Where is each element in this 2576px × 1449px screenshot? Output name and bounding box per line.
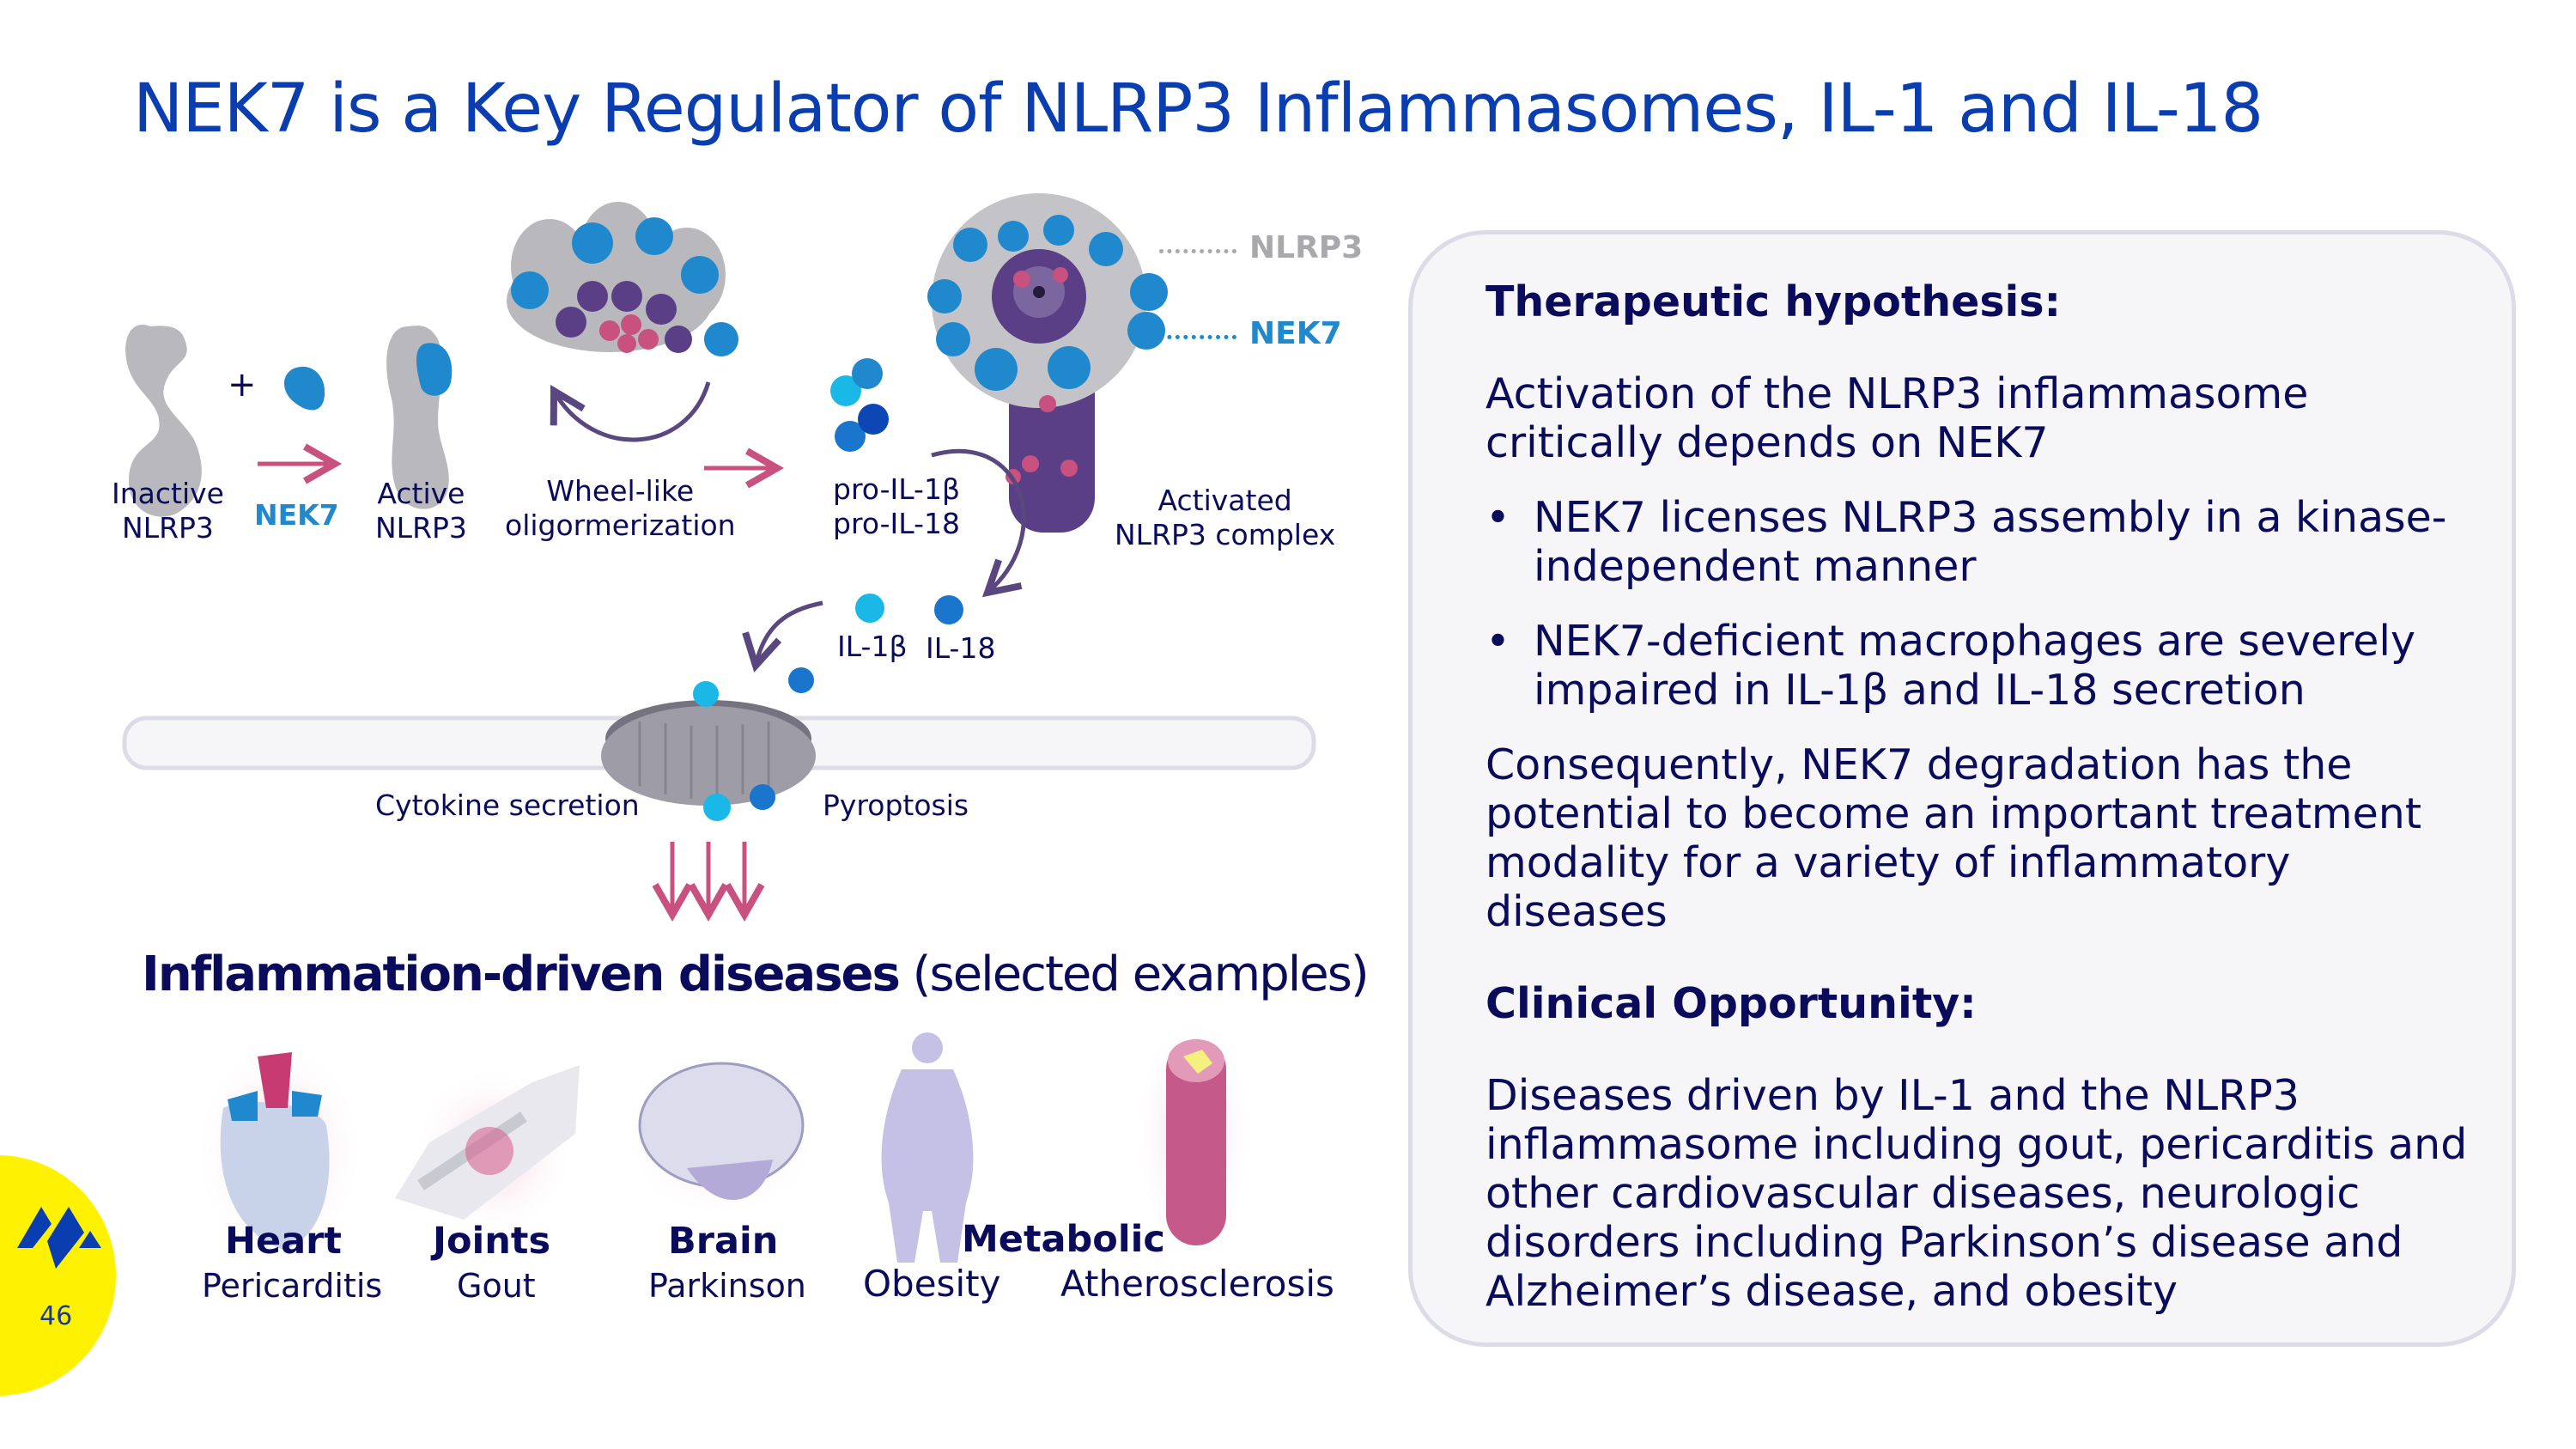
clinical-paragraph: Diseases driven by IL-1 and the NLRP3 in…	[1485, 1071, 2468, 1316]
bullet-text: NEK7-deficient macrophages are severely …	[1534, 617, 2416, 715]
inactive-nlrp3-icon	[125, 325, 202, 517]
label-line: Wheel-like	[546, 474, 695, 508]
label-line: Activated	[1157, 484, 1292, 517]
organ-metabolic: Metabolic	[962, 1218, 1165, 1261]
diseases-heading-subtitle: (selected examples)	[898, 947, 1370, 1002]
slide-title: NEK7 is a Key Regulator of NLRP3 Inflamm…	[133, 70, 2263, 148]
hypothesis-paragraph: Activation of the NLRP3 inflammasome cri…	[1485, 369, 2309, 467]
wheel-oligomer-icon	[507, 202, 738, 356]
gasdermin-pore-icon	[601, 667, 816, 806]
diseases-heading-bold: Inflammation-driven diseases	[142, 947, 901, 1002]
bullet-dot: •	[1485, 617, 1510, 666]
label-wheel-oligomerization: Wheel-like oligormerization	[505, 474, 736, 543]
tag-nek7: NEK7	[1249, 316, 1342, 351]
page-number: 46	[39, 1301, 73, 1331]
page-badge	[0, 1155, 116, 1396]
label-line: NLRP3	[375, 511, 467, 545]
bullet-item: • NEK7 licenses NLRP3 assembly in a kina…	[1485, 493, 2477, 591]
nlrp3-leader-line	[1159, 249, 1236, 253]
activated-nlrp3-complex-icon	[927, 193, 1168, 533]
plus-sign: +	[228, 365, 257, 405]
disease-parkinson: Parkinson	[648, 1267, 806, 1305]
secreted-il1b-icon	[703, 794, 731, 821]
oligomerization-cycle-arrow	[550, 381, 711, 442]
il1b-icon	[855, 594, 884, 623]
label-line: NLRP3 complex	[1115, 518, 1336, 551]
label-line: NLRP3	[122, 511, 214, 545]
company-logo-icon	[17, 1207, 101, 1269]
organ-brain: Brain	[668, 1220, 779, 1263]
pro-cytokine-icons	[830, 358, 889, 452]
organ-joints: Joints	[433, 1220, 551, 1263]
label-nek7: NEK7	[254, 498, 339, 532]
disease-pericarditis: Pericarditis	[202, 1267, 383, 1305]
secretion-arrow	[742, 600, 823, 673]
therapeutic-hypothesis-heading: Therapeutic hypothesis:	[1485, 277, 2062, 326]
diseases-heading: Inflammation-driven diseases (selected e…	[142, 947, 1370, 1002]
il18-icon	[934, 595, 963, 624]
disease-gout: Gout	[457, 1267, 536, 1305]
body-silhouette-icon	[881, 1032, 974, 1263]
pathway-diagram	[122, 193, 1316, 922]
secreted-il18-icon	[750, 784, 775, 810]
heart-icon	[193, 1039, 365, 1263]
label-active-nlrp3: Active NLRP3	[375, 477, 467, 545]
label-line: Inactive	[112, 477, 224, 510]
label-line: oligormerization	[505, 508, 736, 542]
label-line: pro-IL-18	[833, 507, 960, 540]
nek7-protein-icon	[283, 366, 325, 411]
label-pyroptosis: Pyroptosis	[823, 788, 969, 822]
disease-icons	[193, 1022, 1254, 1263]
clinical-opportunity-heading: Clinical Opportunity:	[1485, 979, 1977, 1028]
label-pro-cytokines: pro-IL-1β pro-IL-18	[833, 472, 960, 541]
disease-atherosclerosis: Atherosclerosis	[1060, 1263, 1334, 1305]
label-activated-complex: Activated NLRP3 complex	[1115, 484, 1335, 552]
label-il18: IL-18	[926, 631, 996, 665]
brain-icon	[623, 1048, 820, 1220]
joint-icon	[395, 1065, 580, 1237]
organ-heart: Heart	[225, 1220, 342, 1263]
artery-icon	[1133, 1022, 1254, 1254]
label-inactive-nlrp3: Inactive NLRP3	[112, 477, 224, 545]
label-cytokine-secretion: Cytokine secretion	[375, 788, 640, 822]
info-panel: Therapeutic hypothesis: Activation of th…	[1408, 230, 2516, 1347]
processing-arrow	[931, 448, 1026, 598]
label-line: pro-IL-1β	[833, 472, 961, 506]
label-line: Active	[377, 477, 465, 510]
tag-nlrp3: NLRP3	[1249, 230, 1364, 265]
nek7-leader-line	[1159, 335, 1236, 339]
bullet-dot: •	[1485, 493, 1510, 542]
active-nlrp3-icon	[386, 326, 453, 509]
consequence-paragraph: Consequently, NEK7 degradation has the p…	[1485, 740, 2422, 936]
disease-obesity: Obesity	[863, 1263, 1001, 1305]
bullet-item: • NEK7-deficient macrophages are severel…	[1485, 617, 2477, 715]
bullet-text: NEK7 licenses NLRP3 assembly in a kinase…	[1534, 493, 2447, 591]
label-il1b: IL-1β	[837, 630, 908, 663]
